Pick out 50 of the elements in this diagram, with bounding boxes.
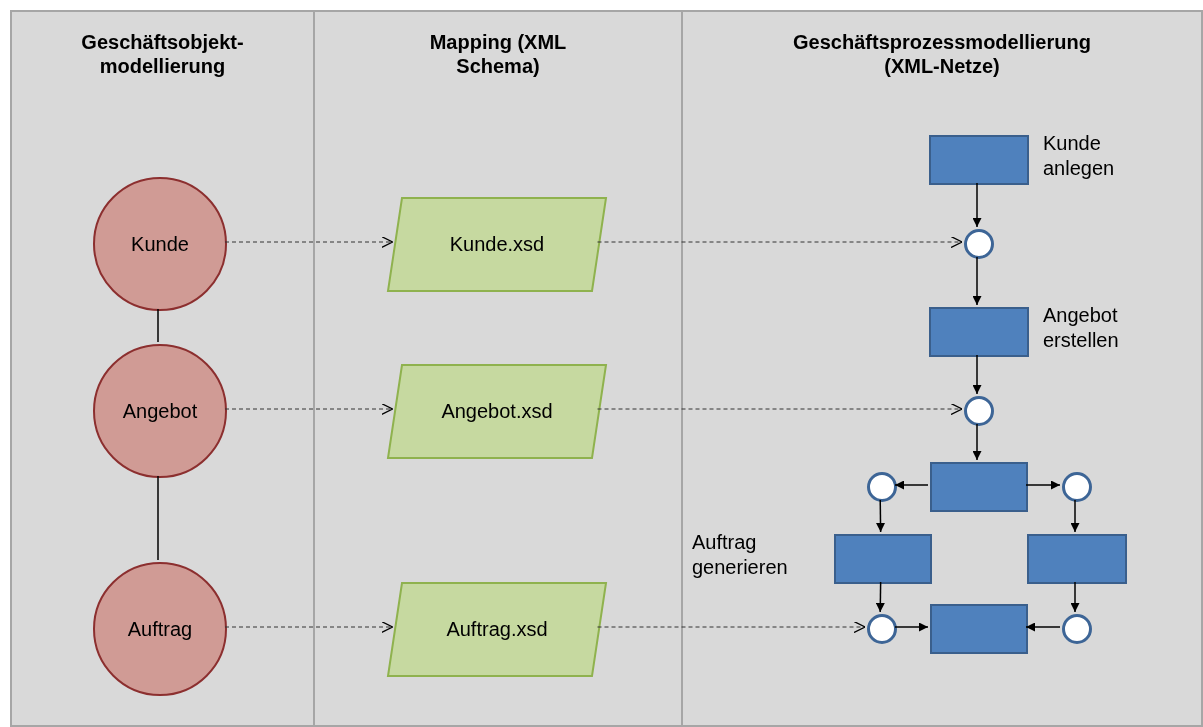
arrow <box>597 235 963 249</box>
arrow <box>875 581 885 613</box>
arrow <box>597 620 866 634</box>
step-label: Angebot erstellen <box>1043 303 1120 353</box>
transition-box <box>930 462 1028 512</box>
arrow <box>972 423 982 461</box>
schema-parallelogram <box>387 363 607 459</box>
place-circle <box>1062 614 1092 644</box>
schema-parallelogram <box>387 581 607 677</box>
connector-line <box>157 475 159 561</box>
node-label: Auftrag <box>126 617 194 641</box>
swimlane-column <box>313 10 683 727</box>
column-heading: Geschäftsprozessmodellierung (XML-Netze) <box>792 30 1092 78</box>
node-label: Kunde.xsd <box>448 232 546 256</box>
connector-line <box>157 308 159 343</box>
arrow <box>972 182 982 228</box>
step-label: Auftrag generieren <box>692 530 789 580</box>
node-label: Angebot <box>121 399 199 423</box>
arrow <box>1070 581 1080 613</box>
transition-box <box>1027 534 1127 584</box>
node-label: Auftrag.xsd <box>445 617 549 641</box>
swimlane-column <box>10 10 315 727</box>
node-label: Angebot.xsd <box>440 399 554 423</box>
arrow <box>1025 622 1061 632</box>
arrow <box>894 622 929 632</box>
arrow <box>597 402 963 416</box>
schema-parallelogram <box>387 196 607 292</box>
arrow <box>1070 499 1080 533</box>
arrow <box>224 402 394 416</box>
arrow <box>224 620 394 634</box>
transition-box <box>929 307 1029 357</box>
column-heading: Mapping (XML Schema) <box>428 30 568 78</box>
place-circle <box>964 229 994 259</box>
arrow <box>224 235 394 249</box>
place-circle <box>867 614 897 644</box>
transition-box <box>930 604 1028 654</box>
place-circle <box>867 472 897 502</box>
arrow <box>972 354 982 395</box>
arrow <box>876 499 886 533</box>
node-label: Kunde <box>130 232 190 256</box>
column-heading: Geschäftsobjekt- modellierung <box>80 30 245 78</box>
transition-box <box>929 135 1029 185</box>
arrow <box>972 256 982 306</box>
step-label: Kunde anlegen <box>1043 131 1116 181</box>
arrow <box>1025 480 1061 490</box>
swimlane-column <box>681 10 1203 727</box>
arrow <box>894 480 929 490</box>
place-circle <box>964 396 994 426</box>
place-circle <box>1062 472 1092 502</box>
transition-box <box>834 534 932 584</box>
